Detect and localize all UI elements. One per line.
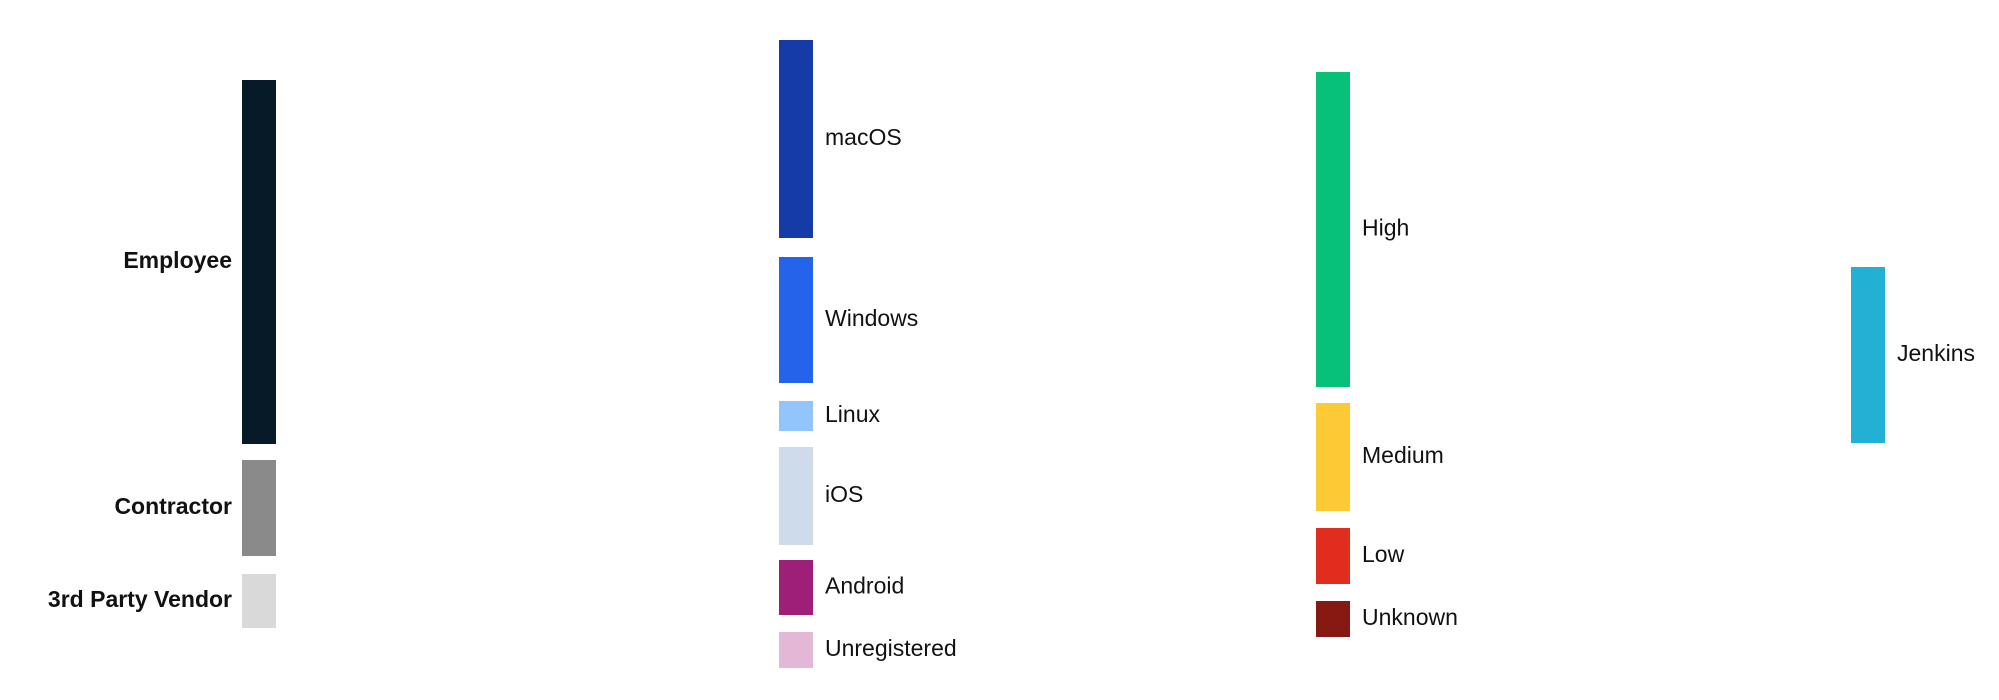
node-label-ios: iOS bbox=[825, 481, 863, 507]
link-employee-to-android bbox=[276, 382, 779, 601]
node-label-employee: Employee bbox=[123, 247, 232, 273]
node-label-medium: Medium bbox=[1362, 442, 1444, 468]
link-employee-to-windows bbox=[276, 231, 779, 343]
node-label-unregistered: Unregistered bbox=[825, 635, 957, 661]
link-linux-to-low bbox=[813, 426, 1316, 545]
link-employee-to-linux bbox=[276, 317, 779, 411]
link-contractor-to-ios bbox=[276, 507, 779, 546]
link-contractor-to-macos bbox=[276, 207, 779, 484]
link-employee-to-macos bbox=[276, 40, 779, 231]
node-contractor bbox=[242, 460, 276, 556]
link-macos-to-low bbox=[813, 225, 1316, 536]
link-ios-to-medium bbox=[813, 484, 1316, 525]
link-employee-to-unregistered bbox=[276, 424, 779, 650]
link-vendor-to-macos bbox=[276, 234, 779, 578]
link-macos-to-unknown bbox=[813, 234, 1316, 605]
link-windows-to-medium bbox=[813, 353, 1316, 484]
node-label-high: High bbox=[1362, 215, 1409, 241]
node-vendor bbox=[242, 574, 276, 628]
link-android-to-high bbox=[813, 361, 1316, 588]
node-linux bbox=[779, 401, 813, 431]
link-vendor-to-android bbox=[276, 601, 779, 618]
node-windows bbox=[779, 257, 813, 383]
link-employee-to-ios bbox=[276, 323, 779, 507]
node-label-contractor: Contractor bbox=[114, 493, 232, 519]
node-ios bbox=[779, 447, 813, 545]
link-vendor-to-ios bbox=[276, 531, 779, 605]
link-vendor-to-windows bbox=[276, 375, 779, 586]
node-label-vendor: 3rd Party Vendor bbox=[48, 586, 232, 612]
node-label-linux: Linux bbox=[825, 401, 880, 427]
node-high bbox=[1316, 72, 1350, 387]
link-contractor-to-windows bbox=[276, 343, 779, 516]
link-vendor-to-unregistered bbox=[276, 618, 779, 668]
node-employee bbox=[242, 80, 276, 444]
sankey-links bbox=[276, 40, 1851, 668]
link-vendor-to-linux bbox=[276, 421, 779, 591]
node-low bbox=[1316, 528, 1350, 584]
sankey-nodes bbox=[242, 40, 1885, 668]
node-label-android: Android bbox=[825, 573, 904, 599]
node-android bbox=[779, 560, 813, 615]
link-contractor-to-unregistered bbox=[276, 546, 779, 659]
node-medium bbox=[1316, 403, 1350, 511]
node-unknown bbox=[1316, 601, 1350, 637]
node-label-unknown: Unknown bbox=[1362, 604, 1458, 630]
link-windows-to-low bbox=[813, 379, 1316, 540]
link-high-to-jenkins bbox=[1350, 72, 1851, 391]
node-label-jenkins: Jenkins bbox=[1897, 340, 1975, 366]
link-linux-to-high bbox=[813, 282, 1316, 426]
link-contractor-to-linux bbox=[276, 411, 779, 522]
link-ios-to-low bbox=[813, 525, 1316, 565]
node-label-low: Low bbox=[1362, 541, 1405, 567]
node-label-macos: macOS bbox=[825, 124, 902, 150]
node-label-windows: Windows bbox=[825, 305, 918, 331]
link-macos-to-high bbox=[813, 40, 1316, 192]
node-macos bbox=[779, 40, 813, 238]
node-unregistered bbox=[779, 632, 813, 668]
node-jenkins bbox=[1851, 267, 1885, 443]
